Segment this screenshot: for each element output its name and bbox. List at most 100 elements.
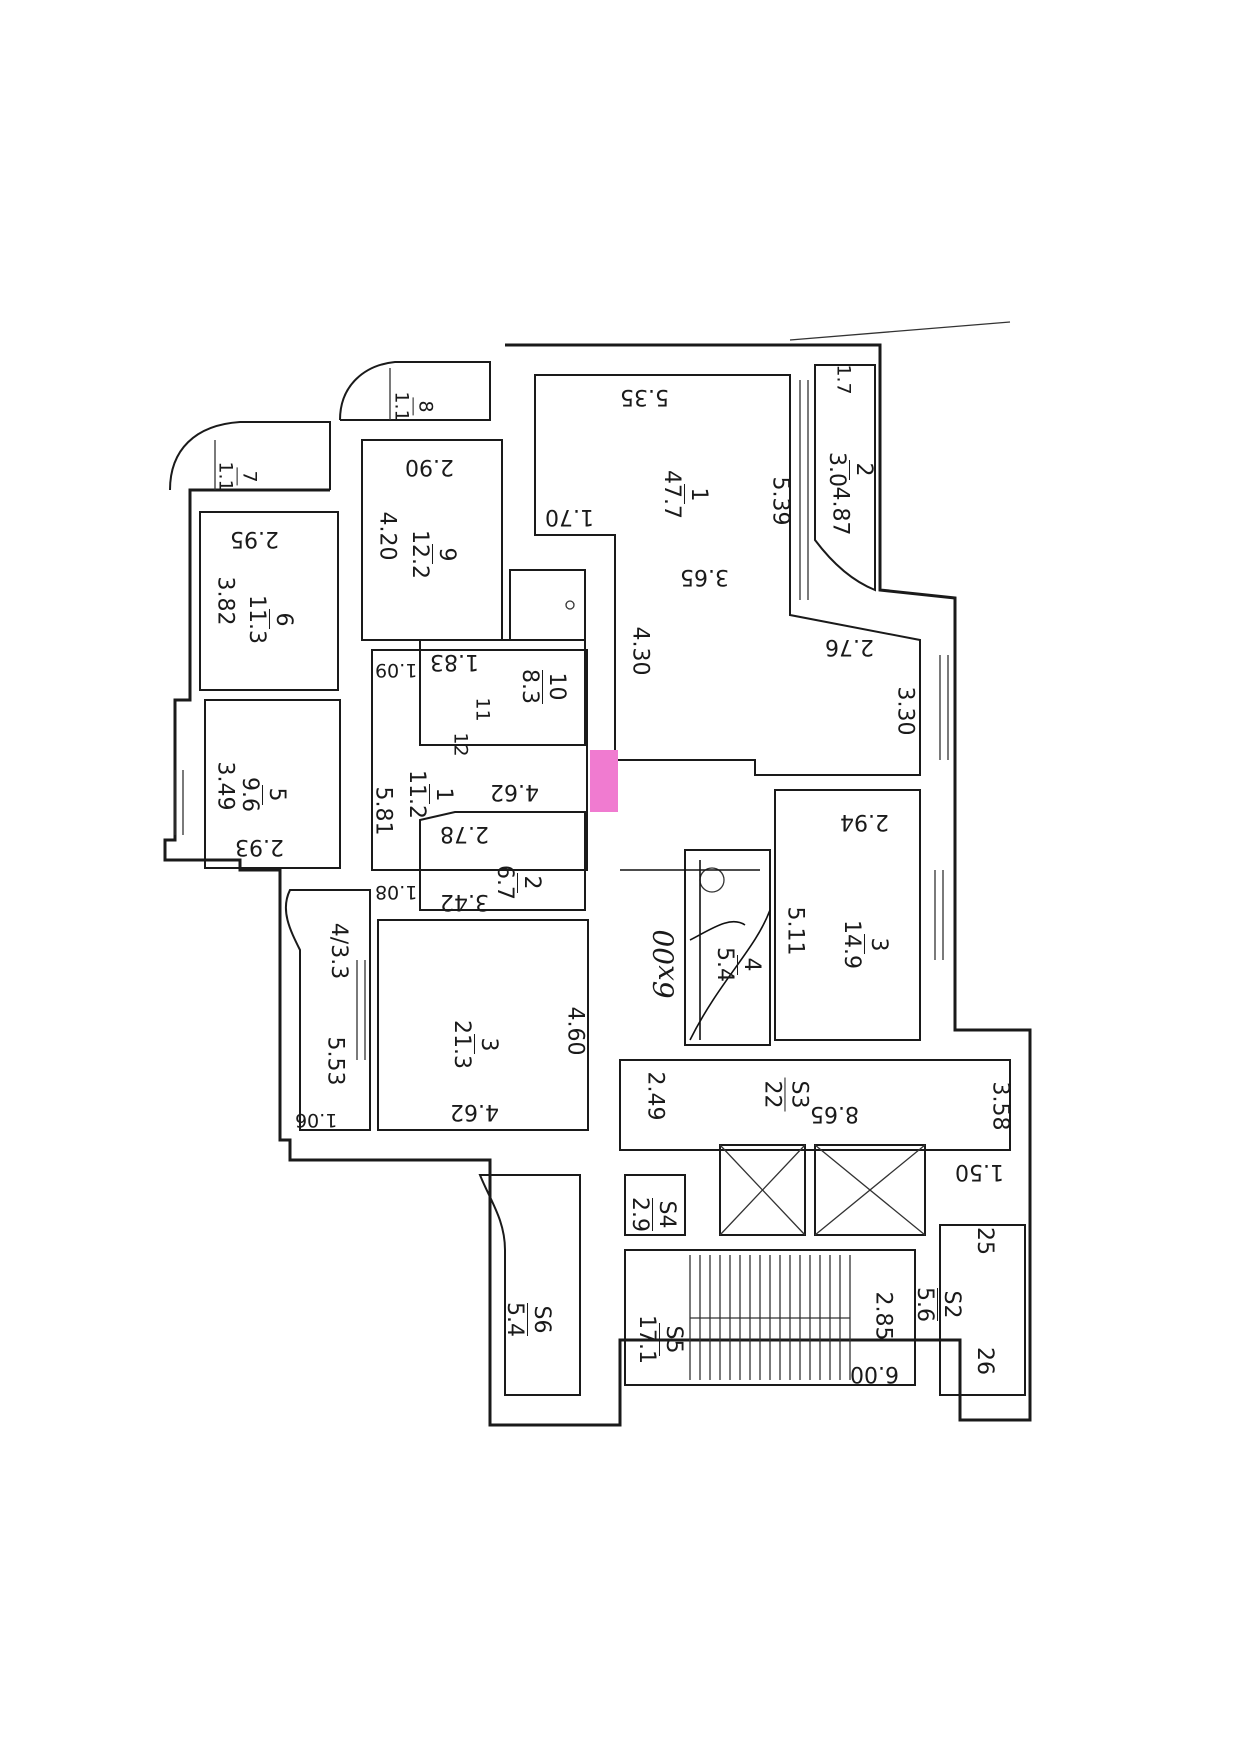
dim-4-62a: 4.62	[490, 779, 539, 804]
room-1-wall	[534, 374, 921, 776]
dim-1-83: 1.83	[430, 649, 479, 674]
stairwell-s5-wall	[624, 1249, 916, 1386]
elevator-1	[719, 1144, 806, 1236]
s5-area: 17.1	[633, 1315, 659, 1364]
handwritten-scribble	[620, 860, 760, 1040]
room-1-number: 1	[683, 484, 711, 505]
dim-1-08: 1.08	[375, 881, 418, 903]
room-3-left-area: 21.3	[448, 1020, 474, 1069]
room-5-area: 9.6	[237, 777, 262, 812]
s3-number: S3	[784, 1077, 811, 1112]
elevator-2-cross	[814, 1144, 926, 1236]
highlight-marker	[590, 750, 618, 812]
balcony-4-wall	[284, 889, 371, 1131]
room-10-number: 10	[542, 669, 569, 704]
s4-number: S4	[652, 1197, 679, 1232]
room-s6-wall	[478, 1174, 581, 1396]
dim-3-58: 3.58	[987, 1081, 1013, 1131]
dim-3-49: 3.49	[212, 761, 238, 811]
room-3-right-wall	[774, 789, 921, 1041]
dim-6-00: 6.00	[850, 1361, 899, 1386]
balcony-8-wall	[339, 361, 491, 421]
room-3-left-wall	[377, 919, 589, 1131]
balcony-7-number: 7	[236, 467, 261, 486]
dim-4-62b: 4.62	[450, 1099, 499, 1124]
dim-5-11: 5.11	[782, 906, 808, 956]
dim-5-81: 5.81	[370, 786, 396, 836]
stair-treads	[689, 1255, 851, 1380]
dim-2-90: 2.90	[405, 454, 454, 479]
dim-2-95: 2.95	[230, 526, 279, 551]
s5-number: S5	[658, 1322, 686, 1357]
room-3-right-number: 3	[863, 934, 891, 955]
dim-3-42: 3.42	[440, 889, 489, 914]
room-2-balcony-number: 2	[849, 459, 876, 480]
dim-4-20: 4.20	[374, 511, 400, 561]
dim-4-30: 4.30	[627, 626, 653, 676]
dim-1-06: 1.06	[295, 1109, 338, 1131]
room-6-number: 6	[268, 609, 296, 630]
room-2-left-wall	[419, 811, 586, 911]
hall-area: 11.2	[403, 770, 429, 819]
room-2-balcony-area: 3.0	[824, 452, 849, 487]
room-1-area: 47.7	[658, 470, 684, 519]
bath-4-wall	[684, 849, 771, 1046]
room-12-number: 12	[449, 732, 472, 757]
bath-4-area: 5.4	[712, 947, 737, 982]
s2-number: S2	[937, 1287, 964, 1322]
room-3-left-number: 3	[473, 1034, 501, 1055]
dim-5-39: 5.39	[767, 476, 793, 526]
balcony-8-number: 8	[412, 397, 437, 416]
room-3-right-area: 14.9	[838, 920, 864, 969]
dim-1-09: 1.09	[375, 659, 418, 681]
room-s2-wall	[939, 1224, 1026, 1396]
dim-3-30: 3.30	[892, 686, 918, 736]
s6-area: 5.4	[502, 1302, 527, 1337]
window-marks	[174, 380, 949, 1060]
dim-4-60: 4.60	[562, 1006, 588, 1056]
dim-2-49: 2.49	[642, 1071, 668, 1121]
room-5-number: 5	[262, 784, 289, 805]
balcony-8-area: 1.1	[390, 391, 413, 422]
s6-number: S6	[527, 1302, 554, 1337]
room-2-left-number: 2	[517, 872, 544, 893]
room-5-wall	[204, 699, 341, 869]
dim-2-94: 2.94	[840, 809, 889, 834]
outer-wall	[163, 343, 1032, 1427]
room-12-label: 12	[449, 732, 472, 757]
dim-5-53: 5.53	[322, 1036, 348, 1086]
dim-2-85: 2.85	[870, 1291, 896, 1341]
balcony-4-label: 4/3.3	[326, 922, 352, 979]
s4-area: 2.9	[627, 1197, 652, 1232]
balcony-2-wall	[814, 364, 876, 592]
hall-11-wall	[371, 649, 588, 871]
s2-area: 5.6	[912, 1287, 937, 1322]
balcony-4-number: 4	[326, 922, 352, 937]
balcony-7-wall	[169, 421, 331, 491]
dim-1-7: 1.7	[832, 364, 855, 395]
room-9-area: 12.2	[406, 530, 432, 579]
dim-2-93: 2.93	[235, 834, 284, 859]
bath-4-number: 4	[737, 954, 764, 975]
room-2-left-area: 6.7	[492, 865, 517, 900]
paper-edge-line	[789, 321, 1011, 341]
s3-area: 22	[759, 1080, 785, 1109]
dim-2-76: 2.76	[825, 634, 874, 659]
